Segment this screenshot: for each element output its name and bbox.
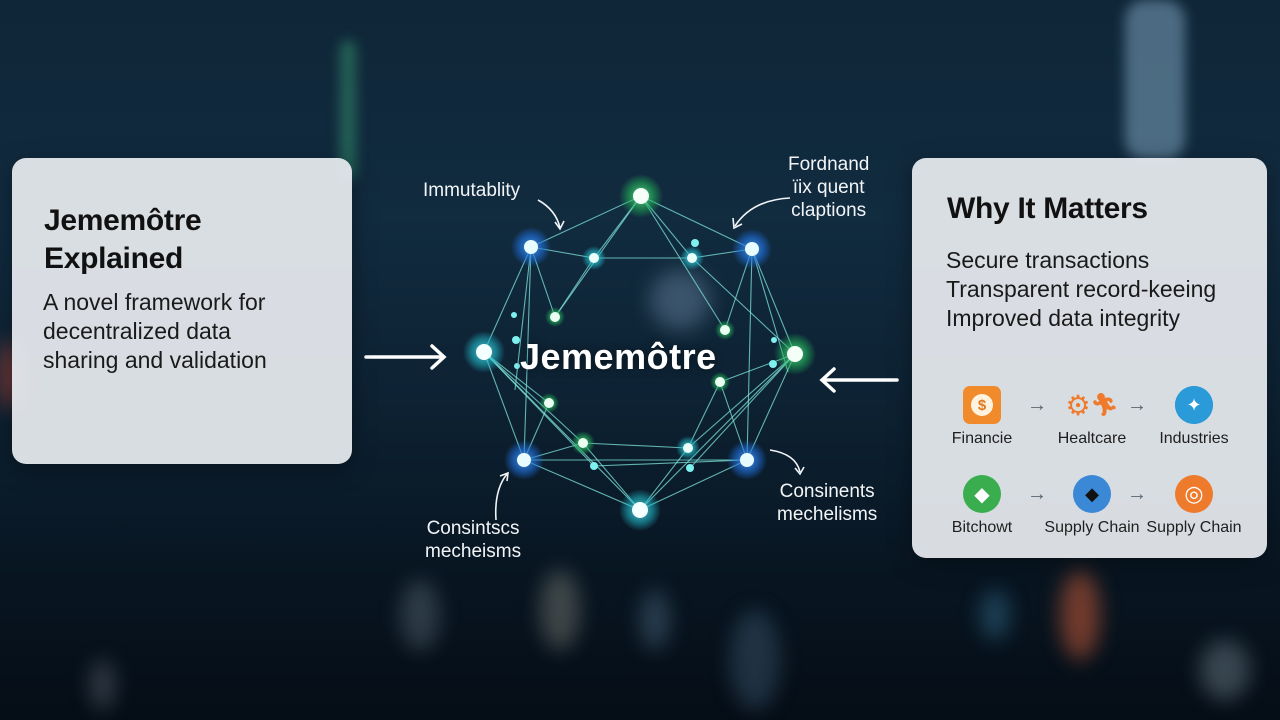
annotation-line: Consintscs (426, 518, 520, 539)
use-case-flow-row-1: $ Financie → ⚙🏃︎ Healtcare → ✦ Industrie… (942, 382, 1262, 452)
person-glyph: 🏃︎ (1090, 392, 1119, 417)
ethereum-icon: ◆ (1073, 475, 1111, 513)
arrow-right-icon: → (1127, 483, 1147, 505)
ring-coin-icon: ◎ (1175, 475, 1213, 513)
arrow-right-icon: → (1027, 394, 1047, 416)
use-case-label: Financie (951, 430, 1013, 447)
benefit-item: Secure transactions (946, 247, 1150, 273)
annotation-line: ïix quent (792, 177, 865, 198)
use-case-label: Healtcare (1057, 430, 1127, 447)
annotation-line: claptions (791, 200, 867, 221)
ethereum-glyph: ◆ (1085, 483, 1099, 504)
description-line: sharing and validation (43, 347, 267, 373)
title-line: Jememôtre (44, 204, 202, 237)
explainer-card: Jememôtre Explained A novel framework fo… (12, 158, 352, 464)
money-bag-icon: $ (963, 386, 1001, 424)
title-line: Explained (44, 242, 184, 275)
use-case-label: Industries (1159, 430, 1229, 447)
input-arrows (364, 344, 899, 393)
annotation-line: Fordnand (788, 154, 870, 175)
explainer-title: Jememôtre Explained (44, 202, 334, 278)
annotation-bottom-right: Consinents mechelisms (777, 480, 877, 526)
diamond-glyph: ◆ (974, 483, 990, 506)
benefits-list: Secure transactions Transparent record-k… (946, 246, 1261, 333)
arrow-right-icon: → (1127, 394, 1147, 416)
gear-person-icon: ⚙🏃︎ (1065, 386, 1118, 424)
use-case-healthcare: ⚙🏃︎ Healtcare (1037, 382, 1147, 452)
explainer-description: A novel framework for decentralized data… (43, 288, 343, 375)
annotation-line: Consinents (779, 481, 875, 502)
description-line: A novel framework for (43, 289, 266, 315)
use-case-flow-row-2: ◆ Bitchowt → ◆ Supply Chain → ◎ Supply C… (942, 471, 1262, 541)
use-case-finance: $ Financie (927, 382, 1037, 452)
annotation-immutability: Immutablity (423, 180, 521, 201)
annotation-bottom-left: Consintscs mecheisms (425, 517, 521, 563)
ring-glyph: ◎ (1184, 481, 1204, 506)
network-nodes (463, 174, 816, 531)
use-case-bitchowt: ◆ Bitchowt (927, 471, 1037, 541)
why-it-matters-card: Why It Matters Secure transactions Trans… (912, 158, 1267, 558)
use-case-label: Supply Chain (1146, 519, 1242, 536)
benefit-item: Improved data integrity (946, 305, 1180, 331)
use-case-label: Supply Chain (1044, 519, 1140, 536)
use-case-supply-chain: ◆ Supply Chain (1037, 471, 1147, 541)
description-line: decentralized data (43, 318, 231, 344)
annotation-arrows (494, 197, 805, 521)
annotation-line: mechelisms (777, 504, 878, 525)
benefit-item: Transparent record-keeing (946, 276, 1217, 302)
use-case-label: Bitchowt (951, 519, 1013, 536)
annotation-top-right: Fordnand ïix quent claptions (788, 153, 869, 222)
dollar-glyph: $ (971, 394, 993, 416)
diagram-center-title: Jememôtre (520, 336, 717, 377)
annotation-line: mecheisms (425, 541, 522, 562)
why-it-matters-title: Why It Matters (947, 192, 1148, 225)
diamond-coin-icon: ◆ (963, 475, 1001, 513)
use-case-supply-chain-2: ◎ Supply Chain (1139, 471, 1249, 541)
use-case-industries: ✦ Industries (1139, 382, 1249, 452)
rocket-glyph: ✦ (1186, 394, 1202, 415)
gear-glyph: ⚙ (1065, 389, 1091, 421)
arrow-right-icon: → (1027, 483, 1047, 505)
gear-rocket-icon: ✦ (1175, 386, 1213, 424)
